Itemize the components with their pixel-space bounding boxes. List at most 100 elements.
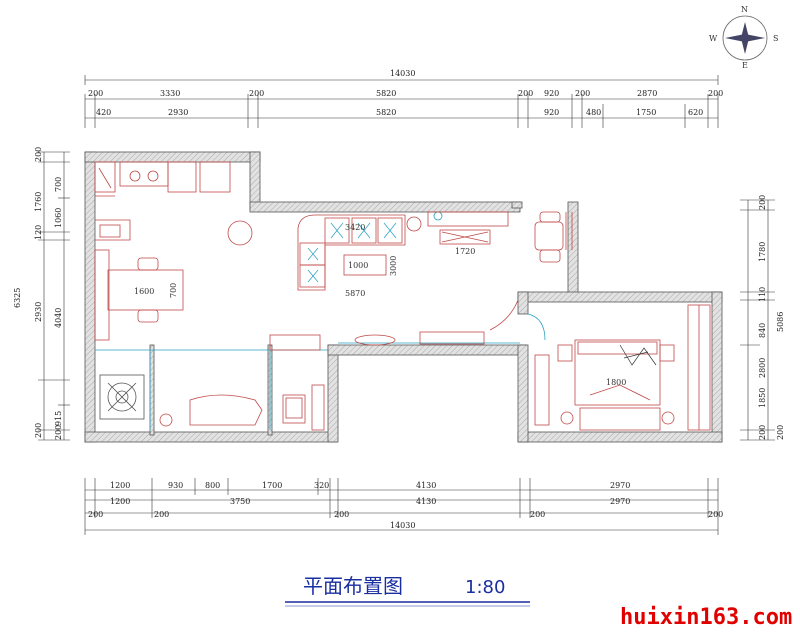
svg-text:200: 200 <box>708 89 723 98</box>
svg-text:200: 200 <box>758 195 767 210</box>
svg-text:1060: 1060 <box>54 208 63 228</box>
side-table <box>406 216 422 232</box>
svg-text:1700: 1700 <box>262 481 282 490</box>
svg-text:4040: 4040 <box>54 308 63 328</box>
bedroom-door-swing <box>527 313 546 341</box>
bed-pillows <box>619 344 657 366</box>
vanity <box>269 334 321 351</box>
svg-text:1750: 1750 <box>636 108 656 117</box>
svg-text:840: 840 <box>758 323 767 338</box>
coffee-table-dim: 1000 <box>348 261 368 270</box>
svg-text:200: 200 <box>708 510 723 519</box>
lamp-icon <box>433 211 443 221</box>
svg-text:700: 700 <box>54 177 63 192</box>
svg-text:2970: 2970 <box>610 497 630 506</box>
svg-text:1760: 1760 <box>34 192 43 212</box>
top-dim-row3: 420 2930 5820 920 480 1750 620 <box>96 108 703 117</box>
bathtub <box>159 394 263 427</box>
dining-table-dim: 1600 <box>134 287 154 296</box>
bottom-dimensions <box>84 478 719 535</box>
left-dim-inner: 700 1060 4040 200 915 200 <box>34 177 63 440</box>
svg-text:915: 915 <box>54 411 63 426</box>
svg-text:200: 200 <box>88 89 103 98</box>
sofa-dim: 3420 <box>345 223 365 232</box>
bottom-dim-row2: 1200 3750 4130 2970 <box>110 497 630 506</box>
svg-text:800: 800 <box>205 481 220 490</box>
svg-text:4130: 4130 <box>416 481 436 490</box>
compass-south-label: S <box>773 34 778 43</box>
svg-text:200: 200 <box>54 425 63 440</box>
kitchen-area <box>94 161 231 241</box>
sofa <box>297 214 406 291</box>
svg-text:200: 200 <box>34 147 43 162</box>
svg-text:480: 480 <box>586 108 601 117</box>
armchair <box>534 211 564 263</box>
svg-text:6325: 6325 <box>13 288 22 308</box>
watermark-text: huixin163.com <box>620 605 792 630</box>
right-dim-outer: 200 1780 110 2800 5086 <box>758 195 785 378</box>
svg-text:200: 200 <box>575 89 590 98</box>
svg-text:1200: 1200 <box>110 481 130 490</box>
svg-text:1850: 1850 <box>758 388 767 408</box>
bed <box>557 339 675 406</box>
right-dimensions <box>740 199 775 441</box>
svg-text:200: 200 <box>88 510 103 519</box>
toilet <box>282 384 325 431</box>
svg-text:200: 200 <box>530 510 545 519</box>
svg-text:320: 320 <box>314 481 329 490</box>
svg-text:920: 920 <box>544 89 559 98</box>
svg-text:200: 200 <box>154 510 169 519</box>
svg-text:930: 930 <box>168 481 183 490</box>
svg-text:2970: 2970 <box>610 481 630 490</box>
bathroom <box>99 374 145 420</box>
svg-text:920: 920 <box>544 108 559 117</box>
compass-icon: N S E W <box>709 5 778 70</box>
dining-side-dim: 700 <box>169 283 178 298</box>
sofa-cushions <box>307 222 397 283</box>
tv-cabinet <box>427 211 509 245</box>
svg-text:1200: 1200 <box>110 497 130 506</box>
drawing-title: 平面布置图 <box>303 574 403 598</box>
svg-text:3330: 3330 <box>160 89 180 98</box>
compass-west-label: W <box>709 34 718 43</box>
compass-east-label: E <box>742 61 748 70</box>
top-total-dim: 14030 <box>390 69 415 78</box>
right-dim-inner: 200 840 1850 200 <box>758 323 785 440</box>
bottom-dim-row1: 1200 930 800 1700 320 4130 2970 <box>110 481 630 490</box>
living-dim: 5870 <box>345 289 365 298</box>
svg-text:2800: 2800 <box>758 358 767 378</box>
round-table <box>227 220 253 246</box>
bedroom-desk <box>534 354 675 431</box>
walls <box>84 151 723 443</box>
corridor-items <box>354 299 519 346</box>
coffee-side-dim: 3000 <box>389 256 398 276</box>
bottom-dim-row3: 200 200 200 200 200 <box>88 510 723 519</box>
left-dim-outer: 200 1760 120 2930 6325 <box>13 147 43 322</box>
svg-text:2930: 2930 <box>34 302 43 322</box>
svg-text:200: 200 <box>518 89 533 98</box>
coffee-table <box>343 254 387 276</box>
bottom-total-dim: 14030 <box>390 521 415 530</box>
svg-text:200: 200 <box>334 510 349 519</box>
svg-text:2870: 2870 <box>637 89 657 98</box>
tv-cabinet-dim: 1720 <box>455 247 475 256</box>
svg-text:1780: 1780 <box>758 242 767 262</box>
svg-text:200: 200 <box>34 423 43 438</box>
compass-north-label: N <box>741 5 748 14</box>
bed-dim: 1800 <box>606 378 626 387</box>
svg-text:110: 110 <box>758 287 767 302</box>
svg-text:120: 120 <box>34 225 43 240</box>
dining-table <box>94 249 184 341</box>
left-dimensions <box>38 151 70 441</box>
svg-text:200: 200 <box>249 89 264 98</box>
svg-text:5820: 5820 <box>376 108 396 117</box>
window-right <box>565 212 573 250</box>
svg-text:620: 620 <box>688 108 703 117</box>
drawing-scale: 1:80 <box>465 577 505 598</box>
svg-text:4130: 4130 <box>416 497 436 506</box>
svg-text:200: 200 <box>776 425 785 440</box>
svg-text:5086: 5086 <box>776 312 785 332</box>
svg-text:5820: 5820 <box>376 89 396 98</box>
water-lines <box>95 342 520 430</box>
